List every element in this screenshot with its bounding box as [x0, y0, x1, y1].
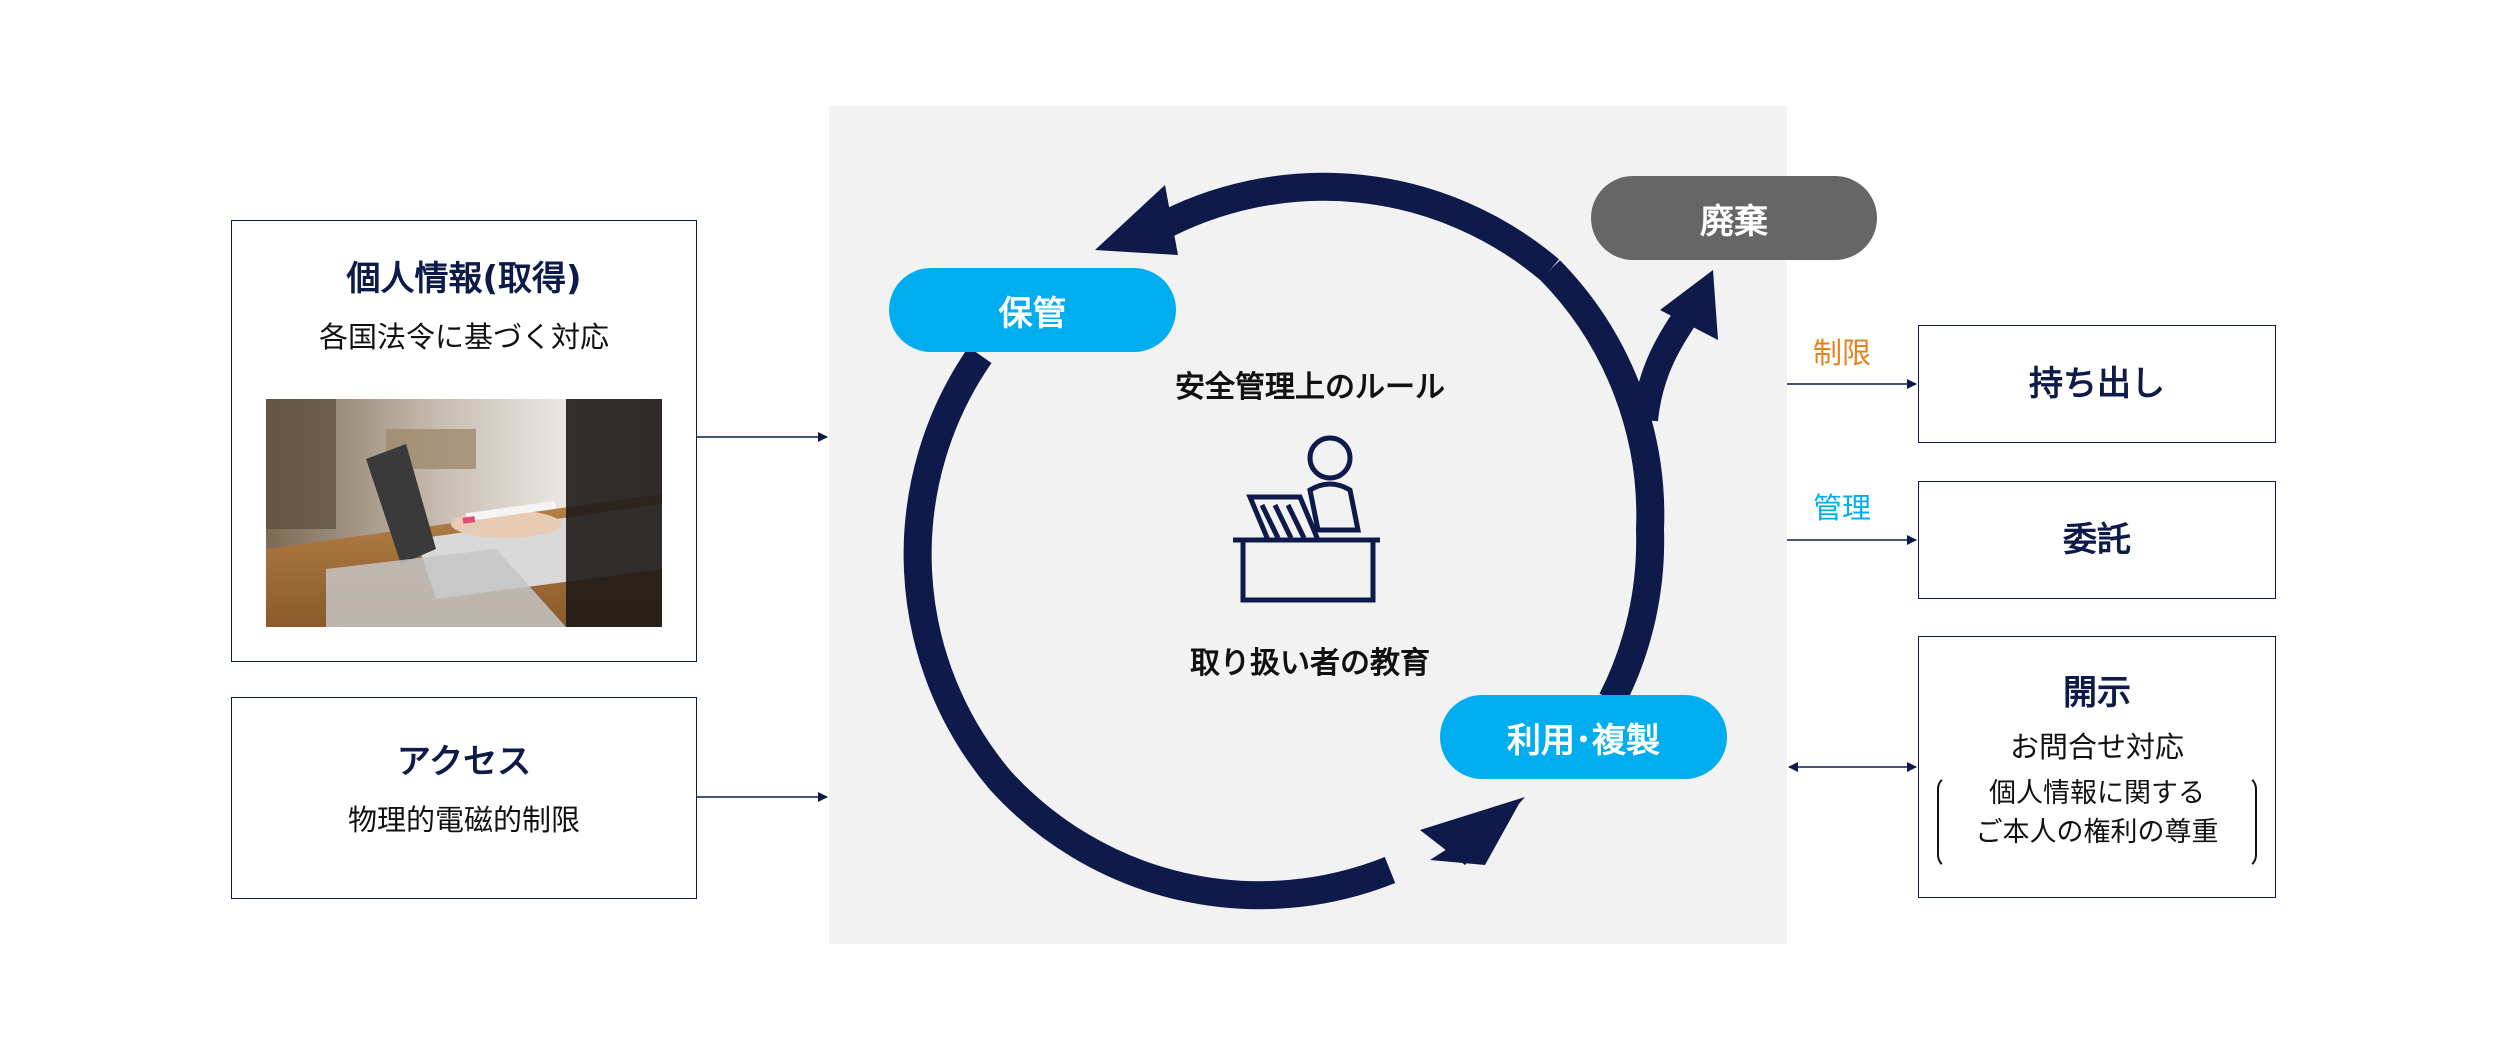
access-title: アクセス	[396, 742, 532, 782]
management-label: 管理	[1813, 491, 1872, 525]
outsourcing-title: 委託	[2063, 519, 2131, 560]
cycle-arc-right	[1540, 260, 1665, 707]
disclosure-subtitle: お問合せ対応	[2009, 729, 2184, 764]
right-paren	[2241, 775, 2257, 869]
arrowhead-disposal	[1660, 270, 1718, 340]
restriction-label: 制限	[1813, 336, 1872, 370]
cycle-arc-left	[903, 347, 1396, 910]
access-box: アクセス 物理的電磁的制限	[231, 697, 697, 899]
left-paren	[1937, 775, 1953, 869]
office-photo	[266, 399, 662, 627]
cycle-arc-top	[1148, 172, 1560, 281]
use-copy-pill: 利用･複製	[1440, 695, 1727, 779]
takeout-title: 持ち出し	[2029, 363, 2165, 404]
safety-rule-text: 安全管理上のルール	[1175, 370, 1445, 405]
arrowhead-top	[1095, 185, 1178, 255]
disposal-pill: 廃棄	[1591, 176, 1877, 260]
acquisition-subtitle: 各国法令に基づく対応	[318, 319, 609, 354]
disposal-branch	[1632, 302, 1701, 422]
acquisition-title: 個人情報(取得)	[346, 259, 582, 299]
access-subtitle: 物理的電磁的制限	[347, 802, 580, 837]
arrowhead-bottom-main	[1420, 797, 1525, 865]
outsourcing-box: 委託	[1918, 481, 2276, 599]
disclosure-note-line1: 個人情報に関する	[1989, 777, 2205, 809]
handler-education-text: 取り扱い者の教育	[1190, 646, 1430, 681]
disclosure-note-line2: ご本人の権利の尊重	[1975, 816, 2219, 848]
person-desk-icon	[1233, 435, 1380, 603]
takeout-box: 持ち出し	[1918, 325, 2276, 443]
disclosure-title: 開示	[2063, 673, 2131, 713]
disclosure-box: 開示 お問合せ対応 個人情報に関する ご本人の権利の尊重	[1918, 636, 2276, 898]
storage-pill: 保管	[889, 268, 1176, 352]
